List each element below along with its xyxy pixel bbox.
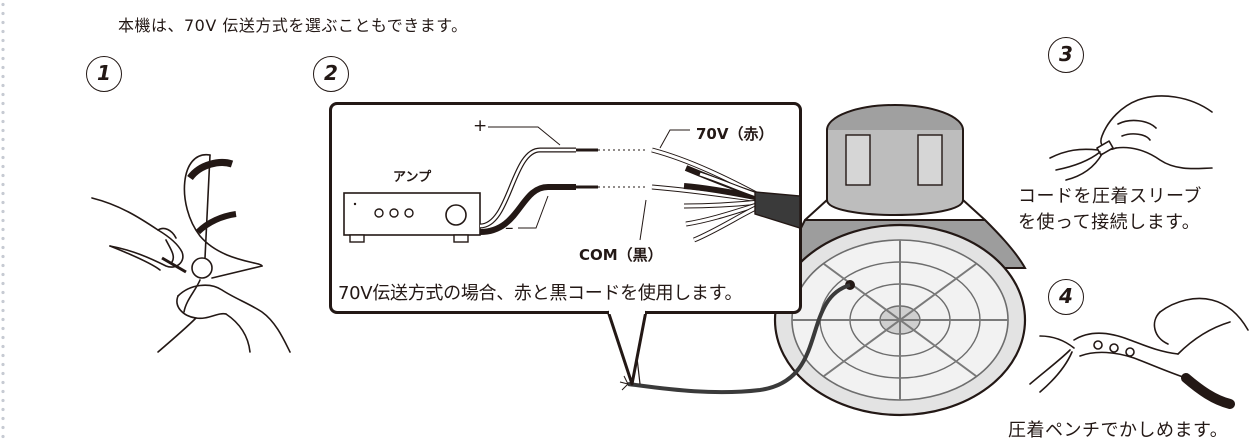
amplifier-icon bbox=[343, 192, 481, 243]
step4-caption: 圧着ペンチでかしめます。 bbox=[1008, 420, 1229, 440]
wire-com-label: COM（黒） bbox=[579, 246, 663, 264]
amplifier-label: アンプ bbox=[393, 170, 432, 185]
minus-terminal-label: – bbox=[505, 218, 514, 238]
plus-terminal-label: + bbox=[473, 116, 488, 136]
step3-caption-line1: コードを圧着スリーブ bbox=[1018, 186, 1202, 207]
step-number-4: 4 bbox=[1048, 279, 1084, 315]
speaker-illustration bbox=[619, 104, 1027, 417]
step4-illustration bbox=[1029, 297, 1249, 409]
step3-illustration bbox=[1049, 95, 1213, 181]
instruction-heading: 本機は、70V 伝送方式を選ぶこともできます。 bbox=[118, 16, 468, 35]
dotted-margin bbox=[0, 0, 6, 440]
step-number-1: 1 bbox=[86, 56, 122, 92]
step3-caption-line2: を使って接続します。 bbox=[1018, 212, 1201, 233]
callout-note: 70V伝送方式の場合、赤と黒コードを使用します。 bbox=[338, 283, 743, 304]
step-number-3: 3 bbox=[1048, 37, 1084, 73]
wire-70v-label: 70V（赤） bbox=[696, 125, 774, 143]
step-number-2: 2 bbox=[313, 56, 349, 92]
